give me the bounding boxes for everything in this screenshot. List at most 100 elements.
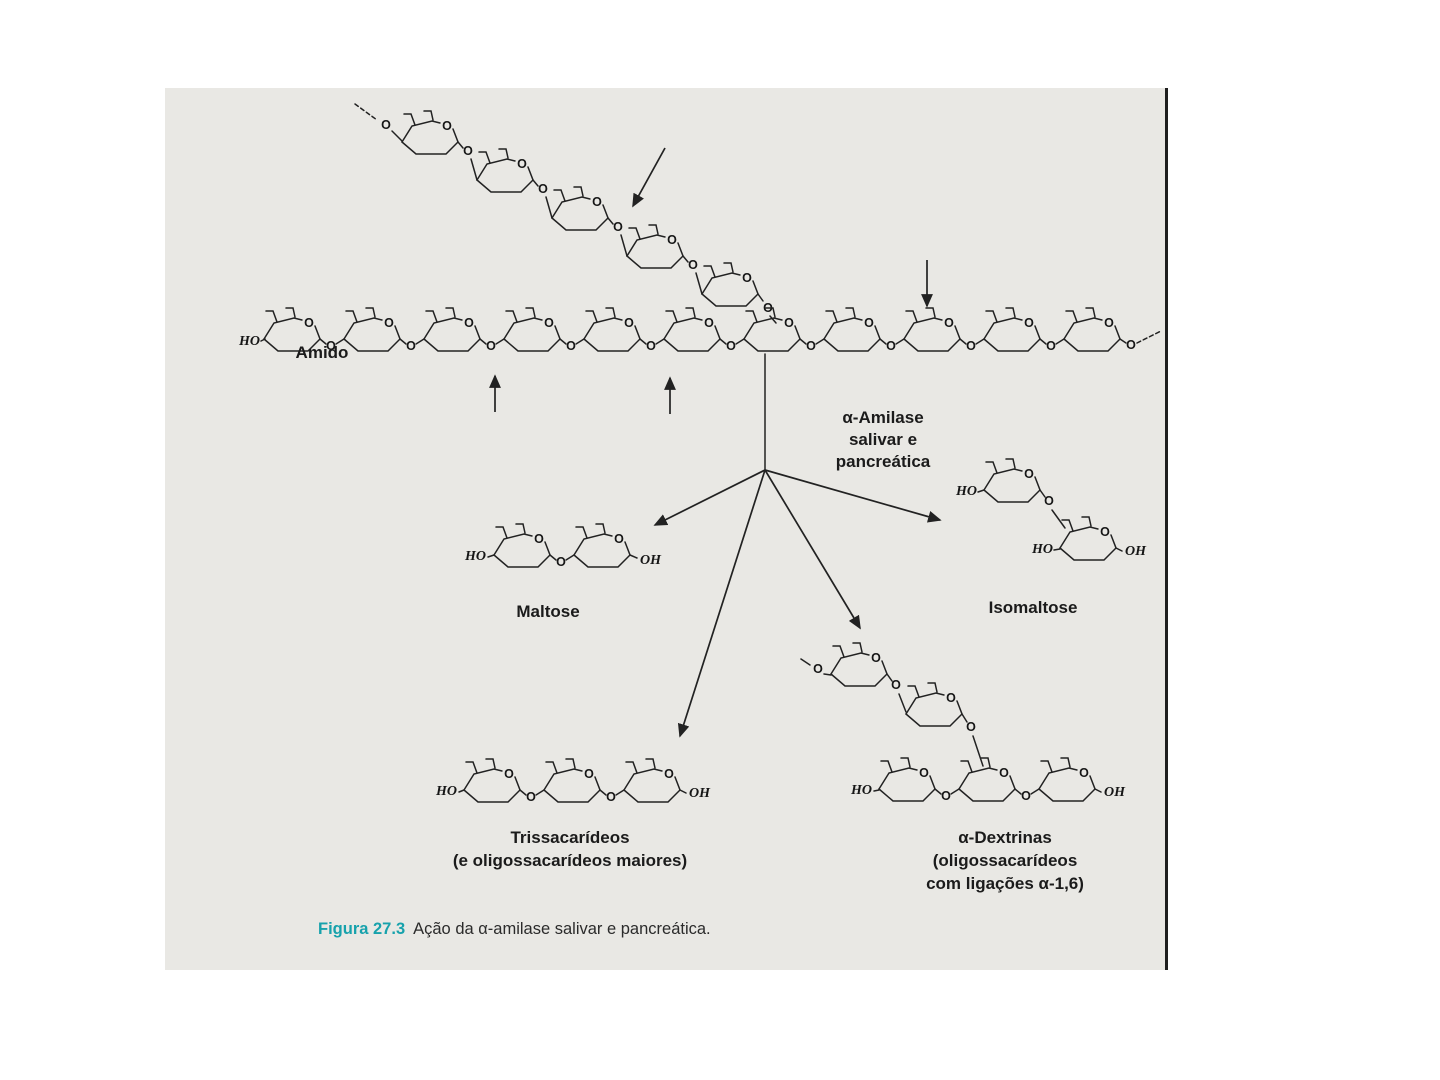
- bond: [975, 338, 985, 345]
- bond: [532, 179, 539, 187]
- oxygen-atom-label: O: [1126, 338, 1136, 352]
- bond: [886, 673, 893, 682]
- bond: [607, 217, 614, 225]
- bond: [1119, 338, 1127, 344]
- bond: [769, 315, 777, 324]
- glucose-ring: [543, 758, 601, 803]
- oxygen-atom-label: O: [966, 339, 976, 353]
- bond: [950, 788, 960, 795]
- glucose-ring: [423, 307, 481, 352]
- glucose-ring: [343, 307, 401, 352]
- oxygen-atom-label: O: [891, 678, 901, 692]
- bond: [898, 693, 907, 713]
- bond: [1014, 788, 1022, 795]
- oxygen-atom-label: O: [688, 258, 698, 272]
- label-enzyme-line2: salivar e: [848, 430, 918, 449]
- oxygen-atom-label: O: [538, 182, 548, 196]
- bond: [1051, 509, 1066, 529]
- arrow-to-dextrins: [764, 469, 861, 630]
- arrow-to-isomaltose: [764, 469, 942, 523]
- bond: [1053, 548, 1061, 551]
- oxygen-atom-label: O: [326, 339, 336, 353]
- glucose-ring: [983, 307, 1041, 352]
- glucose-ring: [623, 758, 681, 803]
- label-dextrins-line2: (oligossacarídeos: [932, 851, 1078, 870]
- label-dextrins-line3: com ligações α-1,6): [926, 874, 1084, 893]
- bond: [977, 489, 985, 493]
- label-amido: Amido: [295, 343, 349, 362]
- hydroxyl-label: OH: [640, 553, 662, 568]
- bond: [873, 789, 880, 792]
- glucose-ring: [493, 523, 551, 568]
- bond: [458, 789, 465, 793]
- bond: [961, 713, 968, 723]
- bond: [629, 554, 638, 559]
- glucose-ring: [463, 758, 521, 803]
- bond: [495, 338, 505, 345]
- hydroxyl-label: HO: [435, 784, 457, 799]
- bond: [519, 789, 527, 796]
- glucose-ring: [1063, 307, 1121, 352]
- bond: [620, 234, 628, 257]
- bond: [682, 255, 689, 263]
- bond: [615, 789, 625, 796]
- bond: [1055, 338, 1065, 345]
- hydroxyl-label: HO: [238, 334, 260, 349]
- label-enzyme-line1: α-Amilase: [842, 408, 924, 427]
- bond: [399, 338, 407, 345]
- oxygen-atom-label: O: [1044, 494, 1054, 508]
- glucose-ring: [626, 224, 684, 269]
- bond: [800, 658, 811, 666]
- figure-number: Figura 27.3: [318, 920, 406, 938]
- glucose-ring: [1038, 757, 1096, 802]
- arrow-to-trisaccharides: [677, 469, 766, 738]
- bond: [823, 673, 832, 676]
- hydroxyl-label: HO: [850, 783, 872, 798]
- bond: [549, 554, 557, 561]
- glucose-ring: [903, 307, 961, 352]
- arrow-to-maltose: [653, 469, 766, 526]
- bond: [735, 338, 745, 345]
- hydroxyl-label: OH: [689, 786, 711, 801]
- isomaltose-structure: HO O HO OH: [955, 458, 1147, 561]
- glucose-ring: [503, 307, 561, 352]
- bond: [599, 789, 607, 796]
- label-enzyme-line3: pancreática: [835, 452, 931, 471]
- oxygen-atom-label: O: [486, 339, 496, 353]
- bond: [655, 338, 665, 345]
- bond: [879, 338, 887, 345]
- oxygen-atom-label: O: [941, 789, 951, 803]
- glucose-ring: [1059, 516, 1117, 561]
- bond: [335, 338, 345, 345]
- glucose-ring: [830, 642, 888, 687]
- oxygen-atom-label: O: [463, 144, 473, 158]
- oxygen-atom-label: O: [406, 339, 416, 353]
- bond: [895, 338, 905, 345]
- hydroxyl-label: OH: [1125, 544, 1147, 559]
- bond: [545, 196, 553, 219]
- hydroxyl-label: HO: [955, 484, 977, 499]
- bond: [575, 338, 585, 345]
- bond: [391, 130, 403, 142]
- bond: [695, 272, 703, 295]
- oxygen-atom-label: O: [556, 555, 566, 569]
- oxygen-atom-label: O: [886, 339, 896, 353]
- bond: [470, 158, 478, 181]
- bond: [319, 338, 327, 345]
- bond: [972, 735, 984, 767]
- glucose-ring: [983, 458, 1041, 503]
- label-trisaccharides-line1: Trissacarídeos: [510, 828, 630, 847]
- cleavage-arrows: [489, 147, 933, 414]
- bond: [479, 338, 487, 345]
- bond: [415, 338, 425, 345]
- glucose-ring: [823, 307, 881, 352]
- hydroxyl-label: HO: [464, 549, 486, 564]
- oxygen-atom-label: O: [613, 220, 623, 234]
- bond: [457, 141, 464, 149]
- bond: [565, 554, 575, 561]
